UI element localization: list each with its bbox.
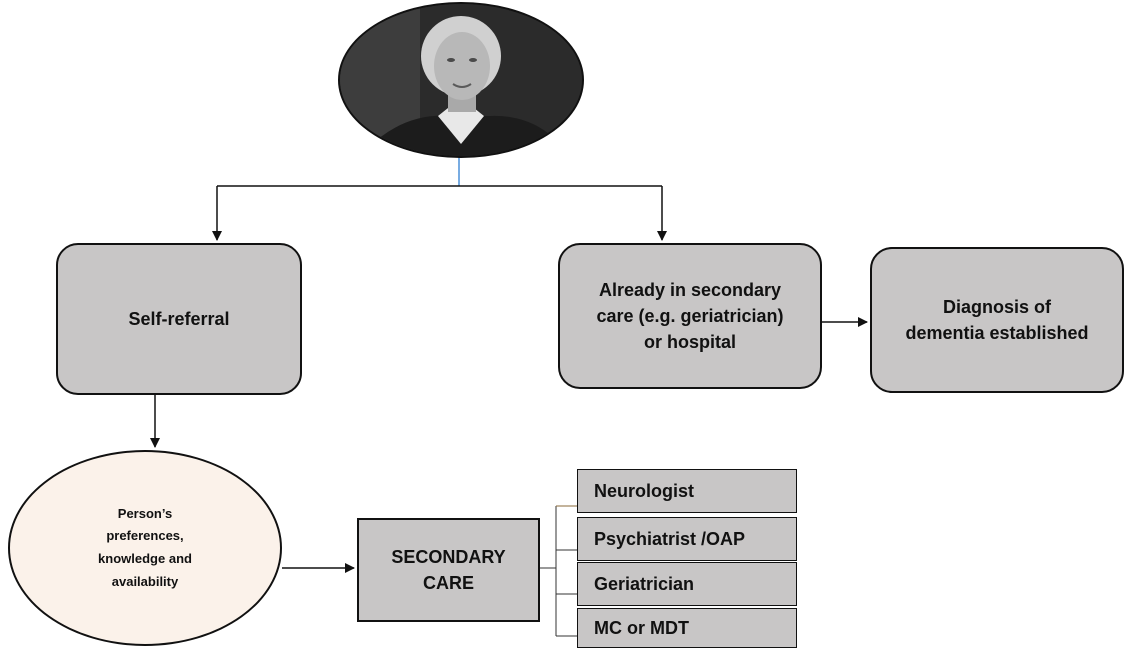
diagnosis-established-label: Diagnosis of dementia established xyxy=(905,296,1089,343)
specialist-label: Psychiatrist /OAP xyxy=(594,528,746,549)
secondary-care-box: SECONDARY CARE xyxy=(357,518,540,622)
secondary-care-label: SECONDARY CARE xyxy=(391,546,506,593)
specialist-geriatrician: Geriatrician xyxy=(577,562,797,606)
diagnosis-established-box: Diagnosis of dementia established xyxy=(870,247,1124,393)
specialist-psychiatrist: Psychiatrist /OAP xyxy=(577,517,797,561)
specialist-label: MC or MDT xyxy=(594,617,689,638)
portrait-icon xyxy=(340,4,582,156)
preferences-oval: Person’s preferences, knowledge and avai… xyxy=(8,450,282,646)
specialist-label: Geriatrician xyxy=(594,573,695,594)
specialist-label: Neurologist xyxy=(594,480,695,501)
portrait-photo xyxy=(338,2,584,158)
preferences-label: Person’s preferences, knowledge and avai… xyxy=(98,505,192,589)
self-referral-label: Self-referral xyxy=(128,308,230,329)
specialist-neurologist: Neurologist xyxy=(577,469,797,513)
self-referral-box: Self-referral xyxy=(56,243,302,395)
already-in-secondary-care-box: Already in secondary care (e.g. geriatri… xyxy=(558,243,822,389)
already-in-secondary-care-label: Already in secondary care (e.g. geriatri… xyxy=(596,279,784,353)
specialist-mc-or-mdt: MC or MDT xyxy=(577,608,797,648)
